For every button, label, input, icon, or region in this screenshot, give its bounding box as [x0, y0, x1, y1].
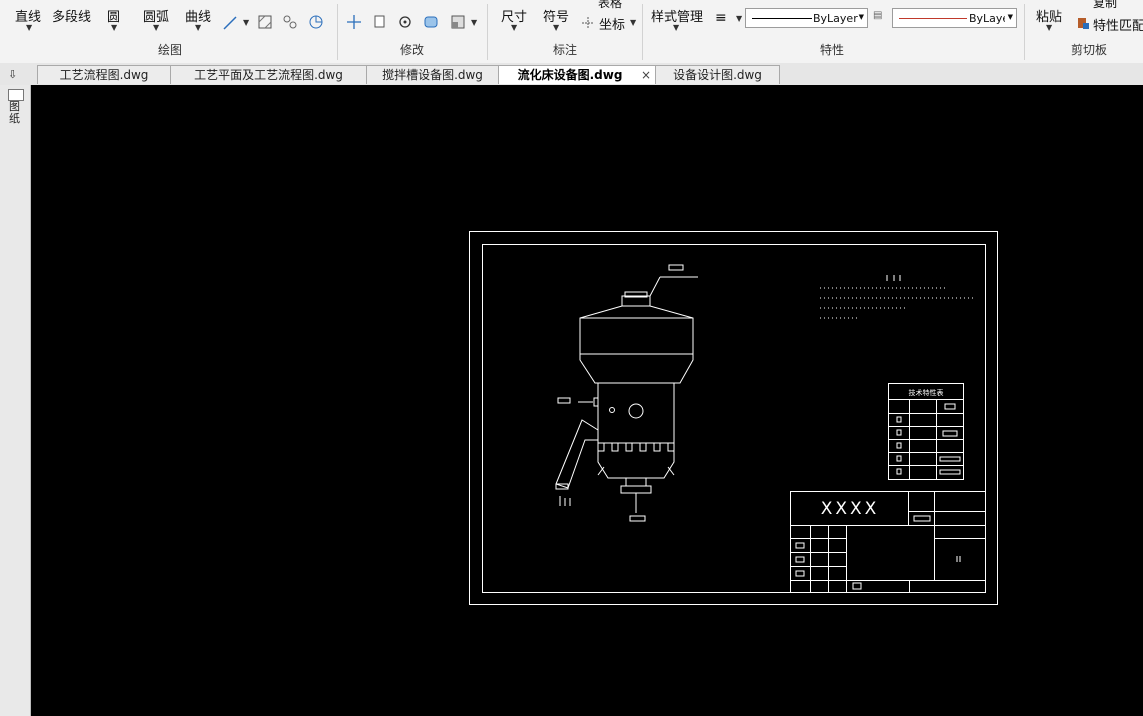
chevron-down-icon[interactable]: ▼: [630, 18, 637, 27]
layer-icon[interactable]: ▤: [873, 10, 883, 21]
panel-sheet-icon[interactable]: [8, 89, 24, 101]
tab-plan-and-flow[interactable]: 工艺平面及工艺流程图.dwg: [170, 65, 367, 84]
linetype-preview: [752, 18, 812, 19]
match-properties-icon[interactable]: [1075, 15, 1091, 31]
linetype-select[interactable]: ByLayer ▼: [745, 8, 868, 28]
chevron-down-icon[interactable]: ▼: [153, 23, 160, 32]
chevron-down-icon[interactable]: ▼: [195, 23, 202, 32]
tab-equipment-design[interactable]: 设备设计图.dwg: [655, 65, 780, 84]
sheet-panel-label[interactable]: 图纸: [9, 100, 20, 125]
title-block-label: XXXX: [821, 499, 880, 519]
arc-tool-button[interactable]: 圆弧: [143, 10, 170, 25]
chevron-down-icon[interactable]: ▼: [511, 23, 518, 32]
copy-object-icon[interactable]: [372, 14, 388, 30]
characteristics-table: [888, 383, 964, 480]
chevron-down-icon[interactable]: ▼: [243, 18, 250, 27]
group-divider: [337, 4, 338, 60]
copy-button[interactable]: 复制: [1093, 0, 1118, 10]
curve-tool-button[interactable]: 曲线: [185, 10, 212, 25]
line-tool-button[interactable]: 直线: [15, 10, 42, 25]
region-icon[interactable]: [282, 14, 298, 30]
draw-group-label: 绘图: [157, 43, 182, 57]
chevron-down-icon[interactable]: ▼: [471, 18, 478, 27]
drawing-canvas[interactable]: XXXX 技术特性表: [31, 85, 1143, 716]
characteristics-table-title: 技术特性表: [909, 388, 944, 397]
construction-line-icon[interactable]: [222, 15, 238, 31]
chevron-down-icon: ▼: [1007, 13, 1013, 21]
chevron-down-icon[interactable]: ▼: [1046, 23, 1053, 32]
style-manager-button[interactable]: 样式管理: [651, 10, 704, 25]
circle-tool-button[interactable]: 圆: [107, 10, 121, 25]
color-value: ByLayer: [969, 12, 1005, 25]
clipboard-group-label: 剪切板: [1070, 43, 1107, 57]
left-side-panel: 图纸: [0, 85, 31, 716]
hatch-icon[interactable]: [257, 14, 273, 30]
close-tab-icon[interactable]: ×: [641, 68, 652, 82]
annotate-group-label: 标注: [552, 43, 577, 57]
chevron-down-icon[interactable]: ▼: [736, 14, 743, 23]
fluidized-bed-equipment: [555, 264, 698, 522]
chevron-down-icon: ▼: [858, 13, 864, 21]
group-divider: [642, 4, 643, 60]
dimension-tool-button[interactable]: 尺寸: [501, 10, 528, 25]
tab-fluidized-bed[interactable]: 流化床设备图.dwg: [498, 65, 656, 84]
coordinate-icon[interactable]: [580, 15, 596, 31]
color-preview: [899, 18, 967, 19]
move-icon[interactable]: [346, 14, 362, 30]
scale-icon[interactable]: [450, 14, 466, 30]
table-tool-button[interactable]: 表格: [598, 0, 623, 10]
group-divider: [487, 4, 488, 60]
tab-process-flow[interactable]: 工艺流程图.dwg: [37, 65, 171, 84]
color-select[interactable]: ByLayer ▼: [892, 8, 1017, 28]
document-tab-bar: ⇩ 工艺流程图.dwg 工艺平面及工艺流程图.dwg 搅拌槽设备图.dwg 流化…: [0, 63, 1143, 86]
chevron-down-icon[interactable]: ▼: [26, 23, 33, 32]
symbol-tool-button[interactable]: 符号: [543, 10, 570, 25]
rotate-icon[interactable]: [397, 14, 413, 30]
ribbon-toolbar: 直线 ▼ 多段线 圆 ▼ 圆弧 ▼ 曲线 ▼ ▼ 绘图 ▼ 修改 尺寸 ▼ 符号…: [0, 0, 1143, 64]
match-properties-button[interactable]: 特性匹配: [1093, 19, 1143, 34]
linetype-value: ByLayer: [813, 12, 858, 25]
modify-group-label: 修改: [399, 43, 424, 57]
chevron-down-icon[interactable]: ▼: [553, 23, 560, 32]
polyline-tool-button[interactable]: 多段线: [52, 10, 92, 25]
drawing-svg: XXXX 技术特性表: [469, 231, 998, 605]
chevron-down-icon[interactable]: ▼: [111, 23, 118, 32]
drawing-inner-frame: [482, 244, 986, 593]
chevron-down-icon[interactable]: ▼: [673, 23, 680, 32]
drawing-sheet-border: [469, 231, 998, 605]
tab-menu-icon[interactable]: ⇩: [8, 68, 18, 81]
paste-button[interactable]: 粘贴: [1036, 10, 1063, 25]
group-divider: [1024, 4, 1025, 60]
array-icon[interactable]: [423, 14, 439, 30]
boundary-icon[interactable]: [308, 14, 324, 30]
tab-stirred-tank[interactable]: 搅拌槽设备图.dwg: [366, 65, 499, 84]
properties-group-label: 特性: [819, 43, 844, 57]
coordinate-tool-button[interactable]: 坐标: [599, 18, 626, 33]
title-block: [790, 491, 986, 593]
technical-notes: [820, 275, 975, 319]
lineweight-icon[interactable]: ≡: [715, 10, 727, 26]
